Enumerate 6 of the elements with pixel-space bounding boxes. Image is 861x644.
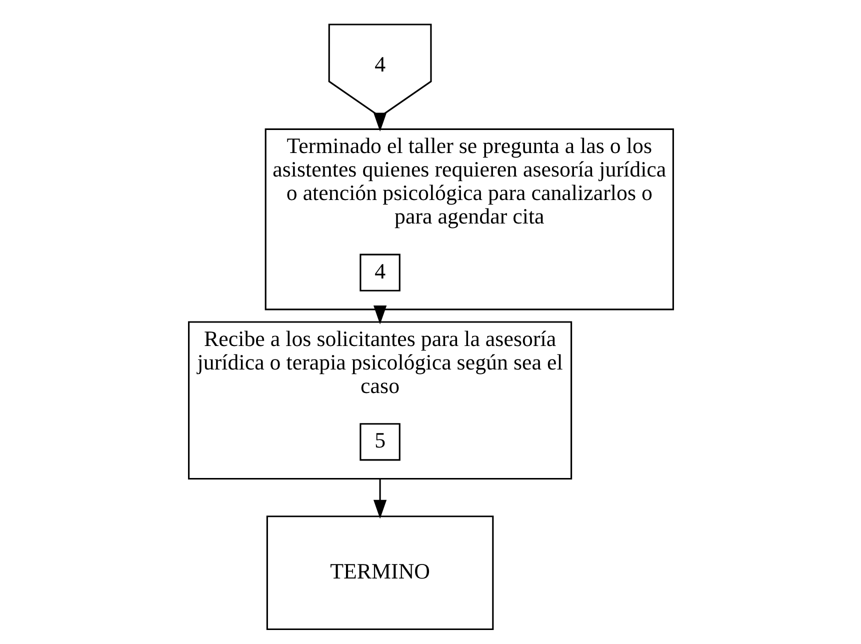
node-box: 4: [359, 254, 400, 292]
arrow: [372, 112, 386, 132]
arrow: [372, 478, 386, 519]
arrow: [372, 306, 386, 324]
node-box: 5: [359, 423, 400, 461]
node-box: TERMINO: [266, 516, 494, 630]
